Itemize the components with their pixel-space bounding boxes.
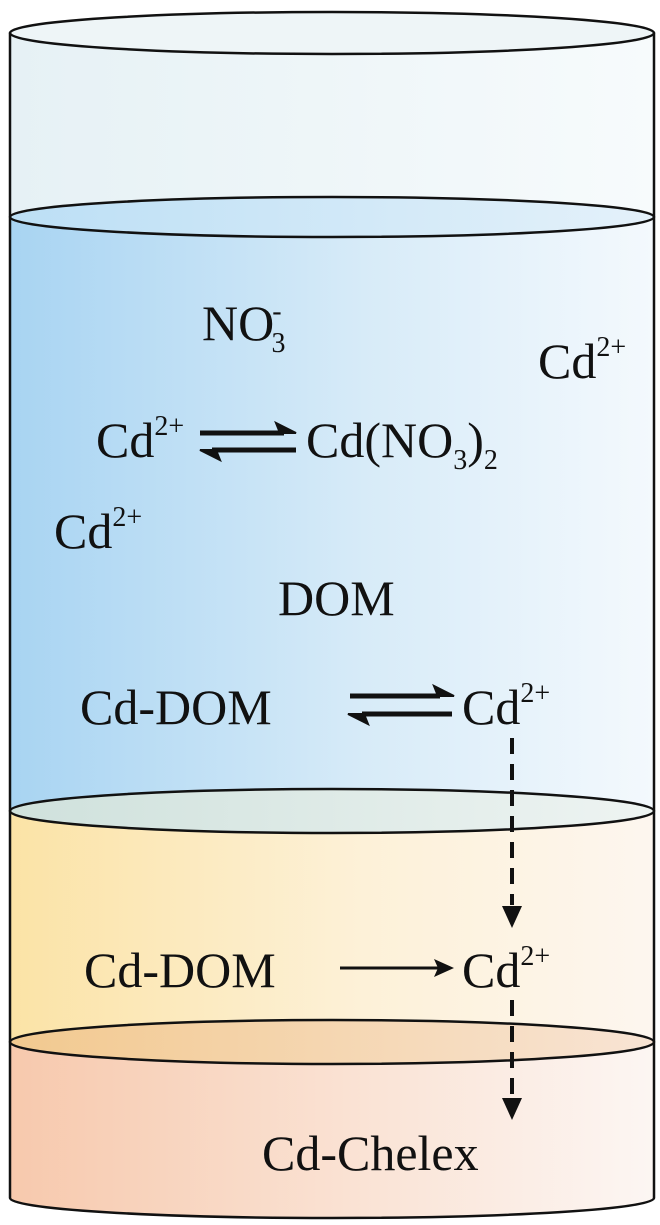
binding-layer — [8, 1018, 656, 1218]
diffusion-layer — [8, 787, 656, 1064]
diffusion-arrow-gel-to-binding — [502, 1000, 522, 1120]
cd-ion-diffusion: Cd2+ — [462, 941, 550, 998]
empty-top-region — [8, 10, 656, 237]
cadmium-nitrate-complex: Cd(NO3)2 — [306, 412, 498, 476]
cd-ion-top-right: Cd2+ — [538, 332, 626, 389]
nitrate-label: NO-3 — [202, 295, 286, 359]
cd-ion-equilibrium-dom: Cd2+ — [462, 678, 550, 735]
cd-chelex-label: Cd-Chelex — [262, 1125, 479, 1181]
cd-dom-complex-diffusion: Cd-DOM — [84, 942, 276, 998]
diffusion-arrow-solution-to-gel — [502, 738, 522, 928]
cd-dom-complex-solution: Cd-DOM — [80, 679, 272, 735]
equilibrium-arrows-dom — [347, 683, 455, 727]
cd-ion-equilibrium-nitrate: Cd2+ — [96, 411, 184, 468]
cd-ion-left: Cd2+ — [54, 502, 142, 559]
dom-label: DOM — [278, 570, 395, 626]
cylinder-outline — [8, 33, 656, 1220]
dissociation-arrow — [340, 959, 454, 977]
solution-layer — [8, 195, 656, 833]
equilibrium-arrows-nitrate — [199, 420, 297, 463]
